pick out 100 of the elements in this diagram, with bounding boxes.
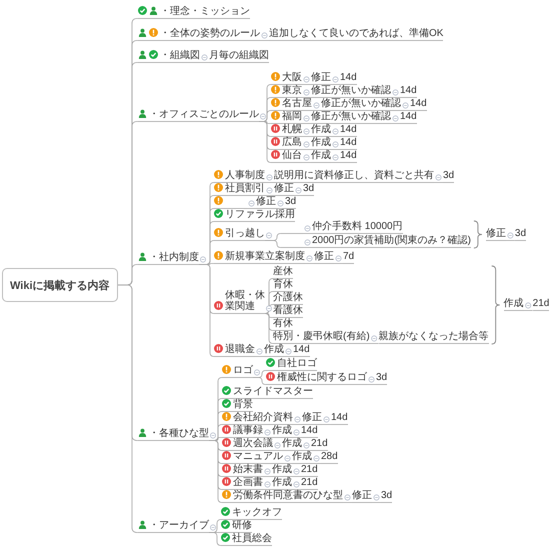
topic-text: 修正 [311, 72, 331, 83]
topic-text: 14d [410, 98, 427, 109]
connector-line [292, 476, 302, 477]
topic-node [222, 412, 293, 425]
topic-text: 権威性に関するロゴ [277, 372, 367, 383]
connector-line [292, 424, 302, 425]
connector-line [246, 208, 256, 209]
topic-text: 修正 [352, 490, 372, 501]
topic-text: 労働条件同意書のひな型 [233, 490, 343, 501]
topic-node [271, 85, 302, 98]
topic-text: 修正が無いか確認 [311, 85, 391, 96]
topic-text: 修正 [256, 196, 276, 207]
topic-text: 作成 [292, 451, 312, 462]
topic-node [222, 490, 343, 503]
topic-text: 14d [400, 111, 417, 122]
connector-line [262, 437, 272, 438]
connector-line [262, 489, 272, 490]
topic-node [271, 137, 302, 150]
connector-line [252, 377, 266, 385]
topic-text: 修正が無いか確認 [311, 111, 391, 122]
connector-line [294, 195, 304, 196]
root-topic-text: Wikiに掲載する内容 [10, 280, 110, 292]
topic-text: キックオフ [232, 507, 282, 518]
topic-text: 始末書 [233, 464, 263, 475]
topic-text: 引っ越し [225, 228, 265, 239]
topic-text: 3d [381, 490, 392, 501]
topic-text: ・社内制度 [149, 252, 199, 263]
connector-line [372, 502, 382, 503]
topic-text: 14d [331, 412, 348, 423]
topic-text: 看護休 [273, 305, 303, 316]
topic-text: 特別・慶弔休暇(有給) [273, 331, 370, 342]
topic-text: 14d [293, 344, 310, 355]
connector-line [198, 264, 214, 357]
topic-text: マニュアル [233, 451, 283, 462]
topic-text: ・組織図 [160, 50, 200, 61]
connector-line [264, 304, 274, 314]
connector-line [304, 263, 314, 264]
topic-node [221, 507, 282, 520]
topic-text: 14d [340, 124, 357, 135]
topic-text: 14d [340, 137, 357, 148]
topic-text: 作成 [272, 464, 292, 475]
connector-line [117, 284, 138, 533]
connector-line [264, 240, 282, 248]
topic-text: 修正 [302, 412, 322, 423]
connector-line [302, 247, 312, 248]
connector-line [369, 343, 380, 344]
topic-text: 広島 [282, 137, 302, 148]
topic-text: 札幌 [282, 124, 302, 135]
connector-line [334, 263, 344, 264]
topic-text: 作成 [311, 124, 331, 135]
topic-text: 14d [340, 72, 357, 83]
connector-line [523, 310, 534, 311]
connector-line [330, 149, 340, 150]
topic-text: 14d [340, 150, 357, 161]
topic-text: 企画書 [233, 477, 263, 488]
connector-line [506, 240, 516, 241]
topic-node [214, 344, 255, 357]
topic-text: 大阪 [282, 72, 302, 83]
topic-node [214, 209, 295, 222]
topic-node [271, 150, 302, 163]
root-topic-box [2, 268, 118, 302]
connector-line [254, 356, 264, 357]
topic-text: 7d [343, 251, 354, 262]
topic-text: 21d [532, 298, 550, 309]
connector-line [322, 424, 332, 425]
topic-text: ・全体の姿勢のルール [160, 28, 260, 39]
topic-text: 2000円の家賃補助(関東のみ？確認) [312, 235, 471, 246]
topic-text: 作成 [272, 425, 292, 436]
topic-text: スライドマスター [233, 386, 313, 397]
connector-line [302, 123, 312, 124]
connector-line [312, 463, 322, 464]
topic-text: 14d [301, 425, 318, 436]
topic-node [214, 251, 305, 264]
topic-text: 新規事業立案制度 [225, 251, 305, 262]
topic-text: 21d [311, 438, 328, 449]
topic-text: 14d [400, 85, 417, 96]
connector-line [302, 233, 312, 234]
connector-line [302, 97, 312, 98]
topic-text: 介護休 [273, 292, 303, 303]
topic-node [214, 183, 265, 196]
topic-text: ・理念・ミッション [160, 6, 250, 17]
connector-line [366, 384, 376, 385]
connector-line [284, 356, 294, 357]
topic-node [138, 252, 199, 265]
topic-node [214, 228, 265, 241]
connector-line [208, 532, 222, 546]
connector-line [208, 440, 222, 503]
connector-line [302, 84, 312, 85]
connector-line [434, 182, 444, 183]
connector-line [272, 450, 282, 451]
topic-text: ・各種ひな型 [149, 428, 209, 439]
topic-node [138, 50, 200, 63]
connector-line [264, 195, 274, 196]
connector-line [330, 136, 340, 137]
topic-text: 21d [301, 464, 318, 475]
connector-line [200, 62, 210, 63]
topic-text: 社員総会 [232, 533, 272, 544]
topic-node [222, 386, 313, 399]
connector-line [390, 123, 400, 124]
connector-line [302, 149, 312, 150]
